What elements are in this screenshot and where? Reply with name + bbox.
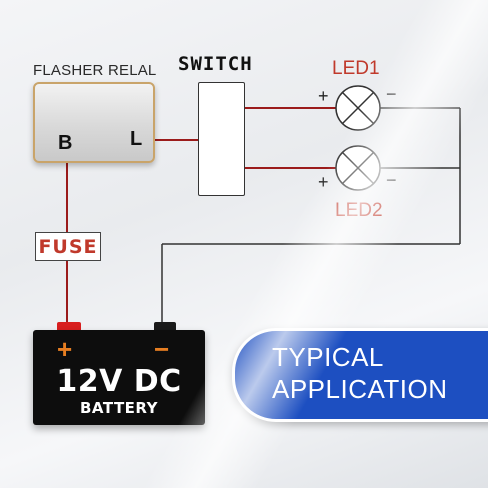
- banner-line-1: TYPICAL: [272, 342, 384, 372]
- battery-name: BATTERY: [79, 399, 159, 417]
- led2-minus-sign: −: [386, 170, 397, 190]
- relay-terminal-b: B: [58, 132, 73, 154]
- battery-plus-sign: +: [57, 334, 73, 364]
- banner-line-2: APPLICATION: [272, 374, 448, 404]
- led2-plus-sign: +: [318, 172, 329, 192]
- led1-minus-sign: −: [386, 84, 397, 104]
- switch-body: [198, 82, 245, 196]
- battery-voltage: 12V DC: [56, 364, 182, 399]
- fuse: FUSE: [35, 232, 101, 261]
- led2-label: LED2: [335, 200, 383, 221]
- relay-terminal-l: L: [130, 128, 143, 150]
- led1-label: LED1: [332, 58, 380, 79]
- led1-plus-sign: +: [318, 86, 329, 106]
- lamp-icon: [335, 145, 381, 191]
- battery-minus-sign: −: [154, 334, 170, 364]
- lamp-icon: [335, 85, 381, 131]
- flasher-relay-title: FLASHER RELAL: [33, 62, 157, 79]
- fuse-label: FUSE: [38, 235, 98, 258]
- switch-title: SWITCH: [178, 53, 253, 75]
